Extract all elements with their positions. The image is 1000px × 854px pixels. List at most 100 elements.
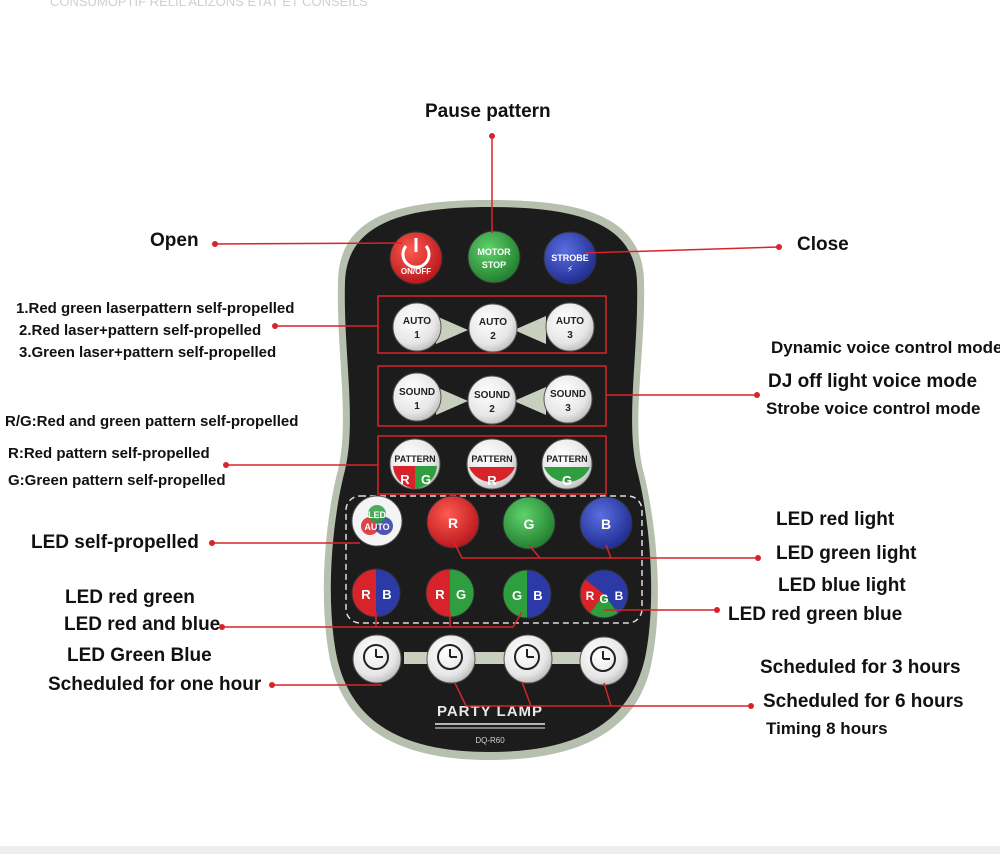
led-blue-button[interactable]: B [579, 496, 633, 550]
label-scheduled-3-hours: Scheduled for 3 hours [760, 657, 961, 678]
svg-text:AUTO: AUTO [556, 316, 584, 327]
pattern-r-button[interactable]: PATTERN R [466, 438, 518, 490]
svg-text:B: B [601, 516, 611, 532]
pattern-g-button[interactable]: PATTERN G [541, 438, 593, 490]
on-off-label: ON/OFF [401, 267, 431, 276]
timer-3h-button[interactable] [426, 634, 476, 684]
label-r-pattern: R:Red pattern self-propelled [8, 445, 210, 462]
svg-text:SOUND: SOUND [474, 390, 510, 401]
svg-text:SOUND: SOUND [550, 389, 586, 400]
clock-icon [363, 644, 389, 670]
label-timing-8-hours: Timing 8 hours [766, 719, 888, 738]
svg-text:AUTO: AUTO [403, 316, 431, 327]
svg-text:B: B [533, 588, 542, 603]
label-dynamic-voice: Dynamic voice control mode [771, 338, 1000, 357]
label-led-green-light: LED green light [776, 543, 917, 564]
on-off-button[interactable]: ON/OFF [389, 231, 443, 285]
sound-2-button[interactable]: SOUND 2 [467, 375, 517, 425]
led-auto-button[interactable]: LED AUTO [351, 495, 403, 547]
label-led-red-green: LED red green [65, 587, 195, 608]
auto-group-frame [377, 295, 607, 354]
svg-text:2: 2 [490, 331, 496, 342]
label-pause-pattern: Pause pattern [425, 101, 551, 122]
led-rg-button[interactable]: R G [425, 568, 475, 618]
label-scheduled-6-hours: Scheduled for 6 hours [763, 691, 964, 712]
clock-icon [514, 644, 540, 670]
svg-text:G: G [599, 592, 608, 606]
bottom-strip [0, 846, 1000, 854]
svg-text:3: 3 [567, 330, 573, 341]
label-g-pattern: G:Green pattern self-propelled [8, 472, 226, 489]
svg-text:R: R [448, 515, 458, 531]
label-rg-pattern: R/G:Red and green pattern self-propelled [5, 413, 299, 430]
led-group-frame [345, 495, 643, 624]
auto-3-button[interactable]: AUTO 3 [545, 302, 595, 352]
strobe-label: STROBE [551, 253, 589, 263]
led-rgb-button[interactable]: R G B [579, 569, 629, 619]
label-dj-off-light: DJ off light voice mode [768, 371, 978, 392]
svg-text:LED: LED [368, 510, 387, 520]
led-red-button[interactable]: R [426, 495, 480, 549]
timer-8h-button[interactable] [579, 636, 629, 686]
svg-text:R: R [361, 587, 371, 602]
svg-text:1: 1 [414, 401, 420, 412]
label-scheduled-one-hour: Scheduled for one hour [48, 674, 262, 695]
label-open: Open [150, 230, 199, 251]
svg-text:1: 1 [414, 330, 420, 341]
svg-text:PATTERN: PATTERN [394, 454, 435, 464]
svg-text:AUTO: AUTO [479, 317, 507, 328]
led-gb-button[interactable]: G B [502, 569, 552, 619]
label-auto-3: 3.Green laser+pattern self-propelled [19, 344, 277, 361]
svg-text:G: G [421, 472, 431, 487]
led-rb-button[interactable]: R B [351, 568, 401, 618]
svg-text:3: 3 [565, 403, 571, 414]
sound-group-frame [377, 365, 607, 427]
header-ghost-text: CONSUMOPTIF RELIL ALIZONS ETAT ET CONSEI… [50, 0, 368, 9]
svg-text:PATTERN: PATTERN [546, 454, 587, 464]
svg-text:SOUND: SOUND [399, 387, 435, 398]
svg-text:B: B [382, 587, 391, 602]
brand-text: PARTY LAMP [437, 703, 543, 720]
svg-text:G: G [456, 587, 466, 602]
label-led-blue-light: LED blue light [778, 575, 906, 596]
svg-text:R: R [400, 472, 410, 487]
timer-6h-button[interactable] [503, 634, 553, 684]
label-led-red-green-blue: LED red green blue [728, 604, 903, 625]
lightning-icon: ⚡ [567, 264, 573, 274]
label-auto-1: 1.Red green laserpattern self-propelled [16, 300, 295, 317]
auto-2-button[interactable]: AUTO 2 [468, 303, 518, 353]
svg-text:R: R [586, 589, 595, 603]
clock-icon [437, 644, 463, 670]
strobe-button[interactable]: STROBE ⚡ [543, 231, 597, 285]
sound-1-button[interactable]: SOUND 1 [392, 372, 442, 422]
label-led-red-light: LED red light [776, 509, 895, 530]
leader-dots [209, 133, 782, 709]
label-auto-2: 2.Red laser+pattern self-propelled [19, 322, 262, 339]
sound-3-button[interactable]: SOUND 3 [543, 374, 593, 424]
timer-1h-button[interactable] [352, 634, 402, 684]
label-close: Close [797, 234, 849, 255]
label-led-self-propelled: LED self-propelled [31, 532, 199, 553]
svg-text:G: G [512, 588, 522, 603]
label-led-red-and-blue: LED red and blue [64, 614, 221, 635]
svg-text:R: R [435, 587, 445, 602]
label-strobe-voice: Strobe voice control mode [766, 399, 981, 418]
svg-text:R: R [487, 473, 497, 488]
svg-text:G: G [524, 516, 535, 532]
led-green-button[interactable]: G [502, 496, 556, 550]
motor-label: MOTOR [477, 247, 511, 257]
svg-text:AUTO: AUTO [364, 522, 389, 532]
svg-text:PATTERN: PATTERN [471, 454, 512, 464]
label-led-green-blue: LED Green Blue [67, 645, 212, 666]
model-text: DQ-R60 [475, 736, 505, 745]
svg-text:G: G [562, 473, 572, 488]
auto-1-button[interactable]: AUTO 1 [392, 302, 442, 352]
svg-text:B: B [615, 589, 624, 603]
pattern-rg-button[interactable]: PATTERN R G [389, 438, 441, 490]
clock-icon [590, 646, 616, 672]
motor-stop-button[interactable]: MOTOR STOP [467, 230, 521, 284]
svg-text:2: 2 [489, 404, 495, 415]
leader-lines [212, 136, 780, 707]
